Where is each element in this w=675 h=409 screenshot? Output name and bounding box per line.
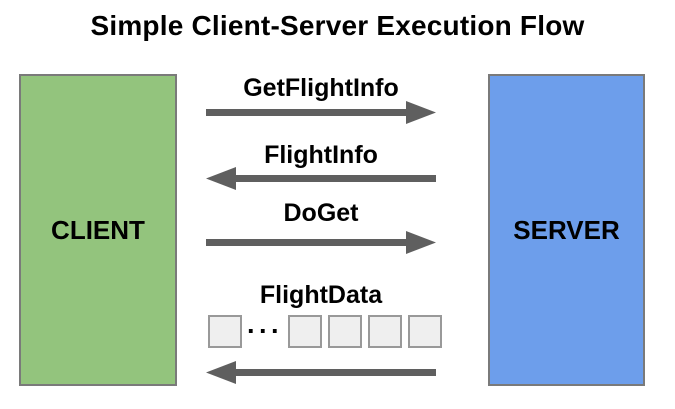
message-label-getflightinfo: GetFlightInfo [243, 74, 399, 102]
left-arrow-icon [206, 361, 436, 384]
chunk-ellipsis: ··· [247, 316, 283, 346]
flightdata-chunk [408, 315, 442, 348]
arrow-flightinfo [206, 166, 436, 190]
flightdata-chunk [328, 315, 362, 348]
right-arrow-icon [206, 231, 436, 254]
flightdata-chunk [368, 315, 402, 348]
left-arrow-icon [206, 167, 436, 190]
right-arrow-icon [206, 101, 436, 124]
client-box: CLIENT [19, 74, 177, 386]
flightdata-chunk [208, 315, 242, 348]
client-label: CLIENT [51, 214, 145, 245]
server-label: SERVER [513, 214, 620, 245]
server-box: SERVER [488, 74, 645, 386]
diagram-title: Simple Client-Server Execution Flow [90, 10, 585, 41]
arrow-flightdata [206, 360, 436, 384]
message-label-flightdata: FlightData [259, 281, 383, 309]
message-label-doget: DoGet [283, 199, 359, 227]
message-label-flightinfo: FlightInfo [264, 141, 378, 169]
arrow-doget [206, 230, 436, 254]
arrow-getflightinfo [206, 100, 436, 124]
flightdata-chunk [288, 315, 322, 348]
